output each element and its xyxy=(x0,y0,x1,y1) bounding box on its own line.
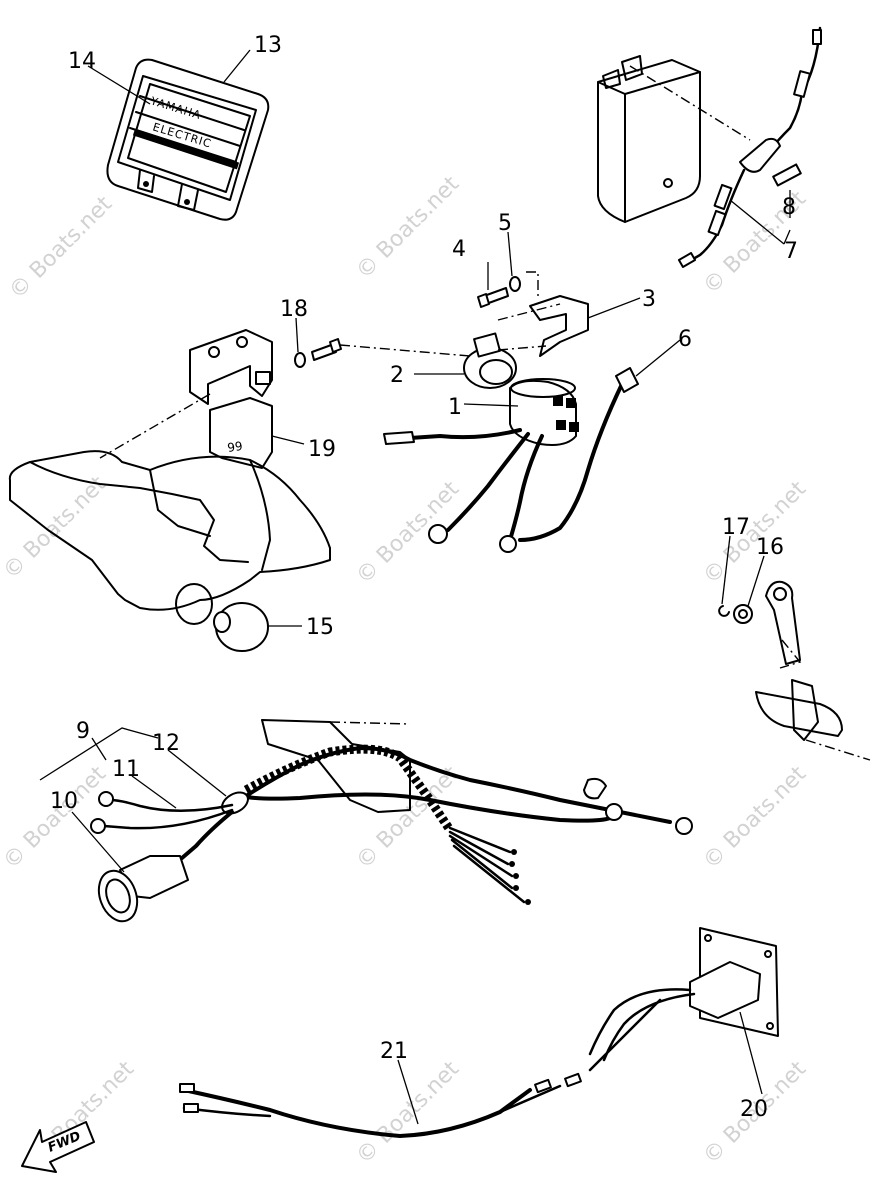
callout-8: 8 xyxy=(782,195,796,220)
callout-1: 1 xyxy=(448,395,462,420)
watermark: © Boats.net xyxy=(352,761,465,874)
throttle-lever xyxy=(718,580,843,741)
callout-5: 5 xyxy=(498,211,512,236)
callout-4: 4 xyxy=(452,237,466,262)
fuse xyxy=(772,163,802,187)
electrical-box xyxy=(597,55,701,223)
callout-17: 17 xyxy=(722,515,750,540)
callout-7: 7 xyxy=(784,239,798,264)
callout-11: 11 xyxy=(112,757,140,782)
watermark: © Boats.net xyxy=(699,761,812,874)
callout-19: 19 xyxy=(308,437,336,462)
callout-6: 6 xyxy=(678,327,692,352)
leader-lines xyxy=(39,49,871,1125)
rectifier-bracket: 99 xyxy=(189,329,342,469)
callout-labels: 1 2 3 4 5 6 7 8 9 10 11 12 13 14 15 16 1… xyxy=(50,33,798,1122)
watermark: © Boats.net xyxy=(352,1056,465,1169)
callout-9: 9 xyxy=(76,719,90,744)
callout-12: 12 xyxy=(152,731,180,756)
electric-cover: YAMAHA ELECTRIC xyxy=(106,58,270,221)
main-harness xyxy=(90,719,693,923)
watermark: © Boats.net xyxy=(699,476,812,589)
callout-18: 18 xyxy=(280,297,308,322)
fuse-holder xyxy=(677,26,822,268)
relay-mark: 99 xyxy=(226,439,243,455)
switch-panel xyxy=(179,927,779,1139)
watermark: © Boats.net xyxy=(0,761,111,874)
watermark: © Boats.net xyxy=(352,171,465,284)
callout-3: 3 xyxy=(642,287,656,312)
callout-15: 15 xyxy=(306,615,334,640)
callout-21: 21 xyxy=(380,1039,408,1064)
watermark: © Boats.net xyxy=(5,191,118,304)
callout-16: 16 xyxy=(756,535,784,560)
callout-13: 13 xyxy=(254,33,282,58)
callout-10: 10 xyxy=(50,789,78,814)
callout-20: 20 xyxy=(740,1097,768,1122)
callout-14: 14 xyxy=(68,49,96,74)
watermark-layer: © Boats.net © Boats.net © Boats.net © Bo… xyxy=(0,171,811,1169)
watermark: © Boats.net xyxy=(0,471,111,584)
callout-2: 2 xyxy=(390,363,404,388)
starter-relay-group xyxy=(383,276,639,553)
lower-cowling xyxy=(8,450,331,652)
